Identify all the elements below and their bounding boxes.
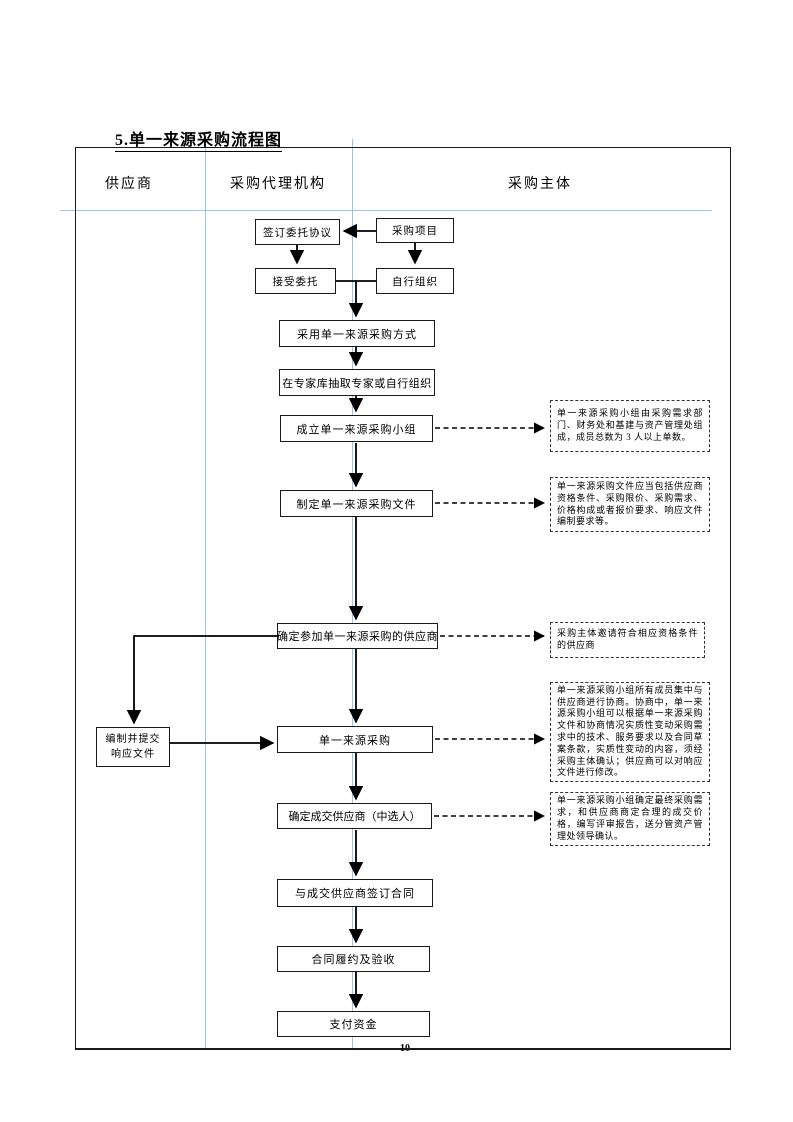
node-sign-agreement: 签订委托协议 <box>255 219 340 245</box>
annotation-document-contents: 单一来源采购文件应当包括供应商资格条件、采购限价、采购需求、价格构成或者报价要求… <box>550 477 710 532</box>
node-prepare-response-line1: 编制并提交 <box>105 734 161 745</box>
node-procurement-project: 采购项目 <box>376 218 454 243</box>
column-header-supplier: 供应商 <box>105 177 153 192</box>
annotation-text: 单一来源采购文件应当包括供应商资格条件、采购限价、采购需求、价格构成或者报价要求… <box>557 480 703 527</box>
annotation-text: 采购主体邀请符合相应资格条件的供应商 <box>557 628 698 650</box>
annotation-text: 单一来源采购小组所有成员集中与供应商进行协商。协商中，单一来源采购小组可以根据单… <box>557 684 703 778</box>
node-pay-funds: 支付资金 <box>277 1011 430 1037</box>
node-sign-contract: 与成交供应商签订合同 <box>277 879 433 907</box>
annotation-invite-supplier: 采购主体邀请符合相应资格条件的供应商 <box>550 622 705 658</box>
column-header-agency: 采购代理机构 <box>230 177 326 192</box>
node-confirm-winner: 确定成交供应商（中选人） <box>277 803 432 829</box>
node-form-group: 成立单一来源采购小组 <box>280 415 433 442</box>
node-determine-supplier: 确定参加单一来源采购的供应商 <box>277 623 438 649</box>
node-accept-entrustment: 接受委托 <box>255 268 336 294</box>
annotation-group-composition: 单一来源采购小组由采购需求部门、财务处和基建与资产管理处组成，成员总数为 3 人… <box>550 400 710 452</box>
node-prepare-documents: 制定单一来源采购文件 <box>280 490 433 517</box>
node-select-experts: 在专家库抽取专家或自行组织 <box>279 369 435 396</box>
node-contract-fulfillment: 合同履约及验收 <box>277 946 430 972</box>
page-title: 5.单一来源采购流程图 <box>115 126 283 152</box>
lane-divider-right <box>352 139 353 1050</box>
node-single-source-procurement: 单一来源采购 <box>277 726 433 753</box>
node-prepare-response-line2: 响应文件 <box>111 749 155 760</box>
column-header-entity: 采购主体 <box>508 177 572 192</box>
node-prepare-response: 编制并提交 响应文件 <box>96 727 170 767</box>
header-divider <box>60 210 712 211</box>
flowchart-border <box>75 147 731 1050</box>
annotation-final-confirmation: 单一来源采购小组确定最终采购需求，和供应商商定合理的成交价格，编写评审报告，送分… <box>550 792 710 846</box>
annotation-negotiation: 单一来源采购小组所有成员集中与供应商进行协商。协商中，单一来源采购小组可以根据单… <box>550 682 710 782</box>
node-adopt-method: 采用单一来源采购方式 <box>279 320 435 347</box>
node-self-organize: 自行组织 <box>376 268 454 294</box>
annotation-text: 单一来源采购小组确定最终采购需求，和供应商商定合理的成交价格，编写评审报告，送分… <box>557 795 703 841</box>
annotation-text: 单一来源采购小组由采购需求部门、财务处和基建与资产管理处组成，成员总数为 3 人… <box>557 408 703 442</box>
lane-divider-left <box>205 139 206 1050</box>
